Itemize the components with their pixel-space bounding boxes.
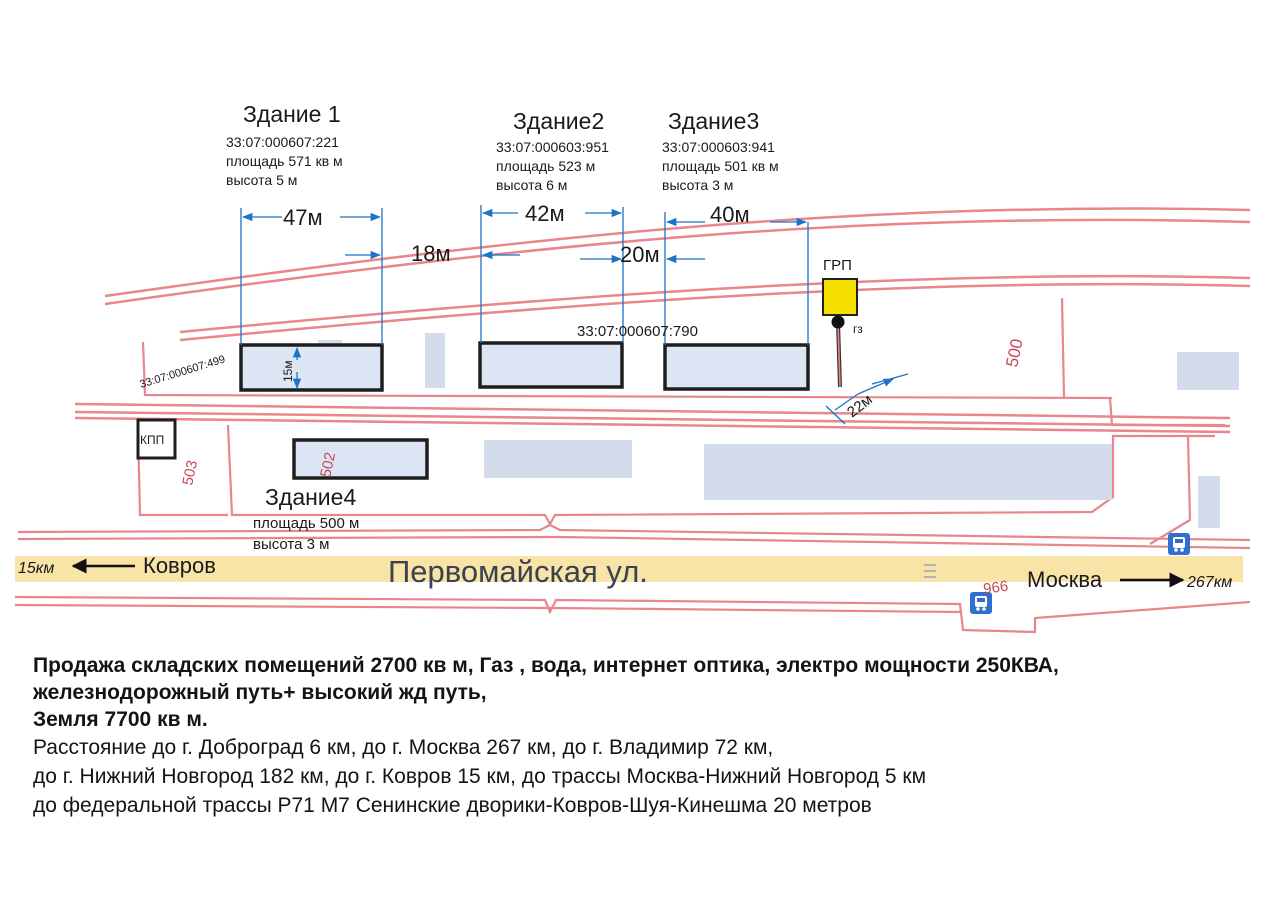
building-3-cadastral: 33:07:000603:941 [662,139,775,155]
gz-label: гз [853,322,863,336]
kpp-label: КПП [140,433,164,447]
right-city: Москва [1027,567,1103,592]
building-4-height: высота 3 м [253,536,329,553]
street-name: Первомайская ул. [388,554,648,589]
building-2-title: Здание2 [513,108,604,134]
building-4-area: площадь 500 м [253,515,359,532]
bus-stop-icon [1168,533,1190,555]
building-4-title: Здание4 [265,484,356,510]
building-1-title: Здание 1 [243,101,341,127]
building-3-width: 40м [710,202,750,227]
description-line: Расстояние до г. Доброград 6 км, до г. М… [33,736,774,759]
description-bold-line: Продажа складских помещений 2700 кв м, Г… [33,654,1059,677]
background-buildings [318,333,1239,528]
description-line: до федеральной трассы Р71 М7 Сенинские д… [33,794,872,817]
building-2-cadastral: 33:07:000603:951 [496,139,609,155]
right-distance: 267км [1186,574,1232,591]
description-bold-line: железнодорожный путь+ высокий жд путь, [33,681,487,704]
left-distance: 15км [18,560,54,577]
house-number-500: 500 [1002,337,1026,369]
listing-description: Продажа складских помещений 2700 кв м, Г… [33,652,1273,820]
house-number-503: 503 [179,459,201,487]
building-3-area: площадь 501 кв м [662,158,779,174]
rail-distance: 22м [844,391,876,421]
left-city: Ковров [143,553,216,578]
building-3-height: высота 3 м [662,177,733,193]
building-4 [292,438,429,480]
gap-2-3: 20м [620,242,660,267]
dimension-lines [240,205,909,425]
building-1-width: 47м [283,205,323,230]
building-1-depth: 15м [281,360,295,382]
house-number-966: 966 [982,578,1009,598]
building-3 [663,343,810,391]
building-1 [239,343,384,392]
building-2-width: 42м [525,201,565,226]
building-1-area: площадь 571 кв м [226,153,343,169]
kpp-box [136,418,177,460]
plot-west-cadastral: 33:07:000607:499 [138,353,226,390]
building-2-height: высота 6 м [496,177,567,193]
crossing-mark [924,564,936,578]
plot-main-cadastral: 33:07:000607:790 [577,323,698,340]
gap-1-2: 18м [411,241,451,266]
road-band [15,556,1243,582]
building-2 [478,341,624,389]
bus-stop-icon [970,592,992,614]
railway-lines [74,207,1251,434]
building-1-cadastral: 33:07:000607:221 [226,134,339,150]
description-line: до г. Нижний Новгород 182 км, до г. Ковр… [33,765,927,788]
building-3-title: Здание3 [668,108,759,134]
grp-label: ГРП [823,257,852,274]
gas-point-icon [831,315,845,329]
building-2-area: площадь 523 м [496,158,595,174]
building-1-height: высота 5 м [226,172,297,188]
description-bold-line: Земля 7700 кв м. [33,708,208,731]
grp-marker [822,278,858,316]
house-number-502: 502 [317,451,339,479]
